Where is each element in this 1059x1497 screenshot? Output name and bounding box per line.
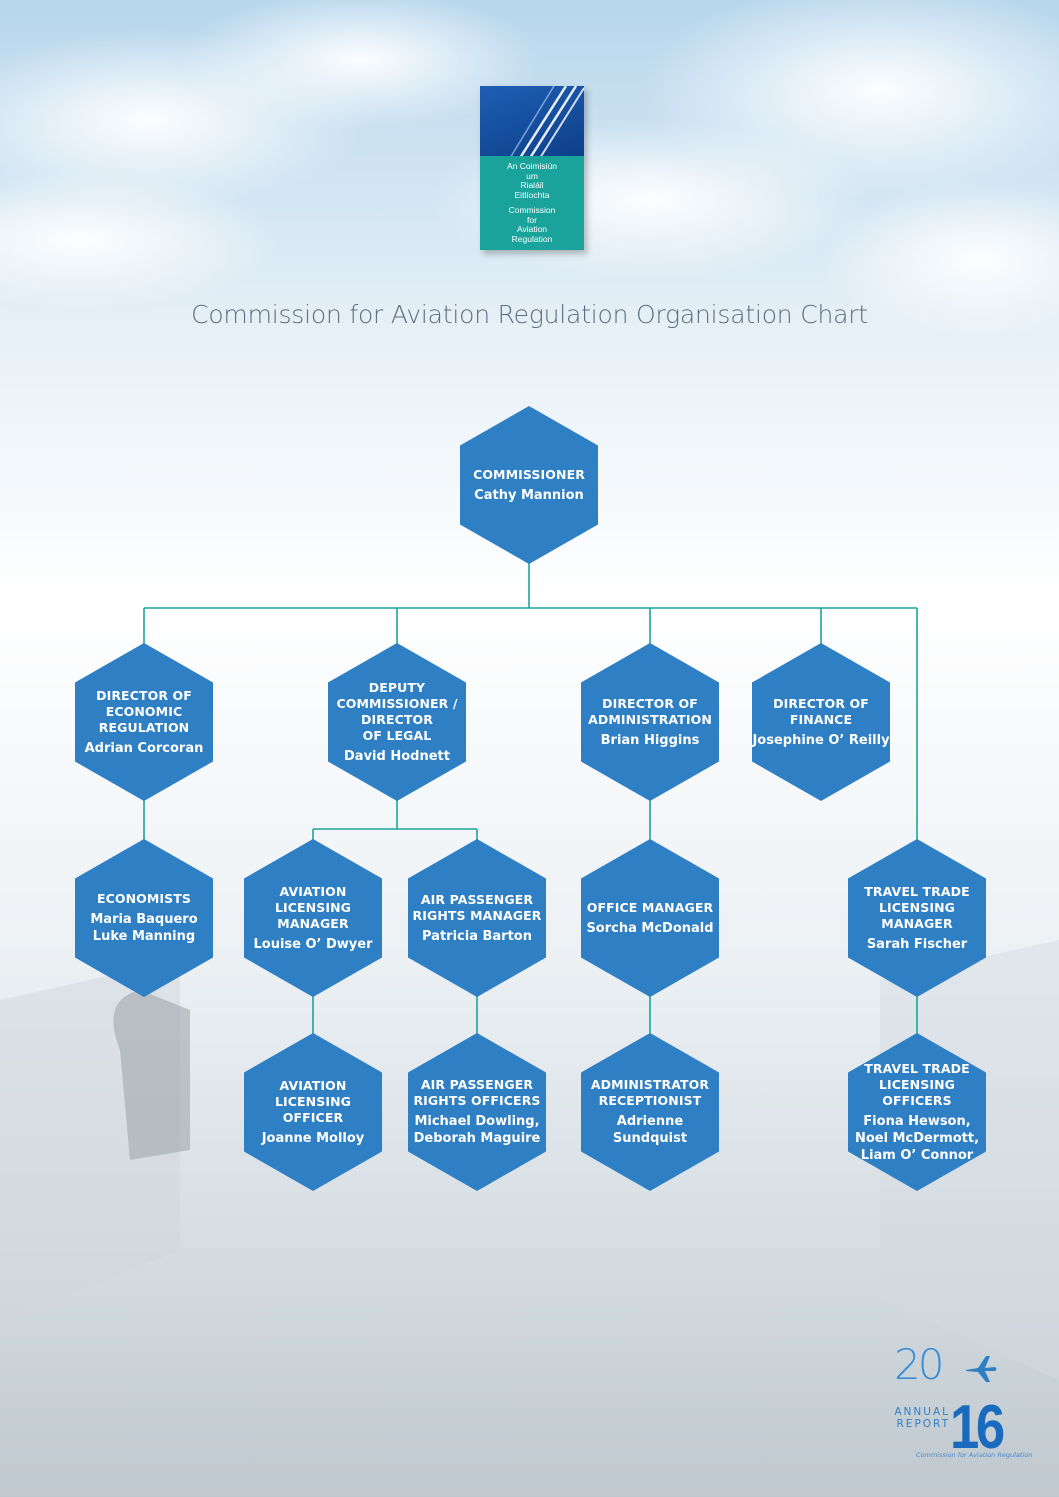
org-node-names: Brian Higgins xyxy=(601,732,700,749)
logo-irish-name: An Coimisiún um Rialáil Eitlíochta xyxy=(506,161,558,200)
org-node-commissioner: COMMISSIONER Cathy Mannion xyxy=(460,406,598,564)
org-node-name: Liam O’ Connor xyxy=(860,1147,974,1163)
org-node-name: Fiona Hewson, xyxy=(863,1113,971,1129)
org-node-role: DIRECTOR OF FINANCE xyxy=(773,695,869,727)
org-node-role: OFFICE MANAGER xyxy=(586,899,714,915)
org-node-names: Joanne Molloy xyxy=(262,1130,365,1147)
org-node-name: Louise O’ Dwyer xyxy=(253,936,373,952)
org-node-names: Adrian Corcoran xyxy=(85,740,204,757)
org-node-name: Luke Manning xyxy=(92,929,196,944)
org-node-names: Fiona Hewson,Noel McDermott,Liam O’ Conn… xyxy=(855,1113,979,1164)
org-node-travel-trade-officers: TRAVEL TRADE LICENSING OFFICERS Fiona Hew… xyxy=(848,1033,986,1191)
org-node-names: Sorcha McDonald xyxy=(586,920,713,937)
org-node-names: Adrienne Sundquist xyxy=(613,1113,687,1147)
org-node-name: Sorcha McDonald xyxy=(586,920,714,936)
org-node-name: Adrienne Sundquist xyxy=(612,1114,688,1146)
org-node-names: Cathy Mannion xyxy=(474,487,584,504)
org-node-role: TRAVEL TRADE LICENSING OFFICERS xyxy=(864,1060,970,1108)
org-node-names: David Hodnett xyxy=(344,748,450,765)
connector-lines xyxy=(143,485,918,1112)
org-node-names: Michael Dowling, Deborah Maguire xyxy=(414,1113,541,1147)
org-node-name: Noel McDermott, xyxy=(854,1130,980,1146)
badge-annual-label: ANNUAL xyxy=(894,1406,950,1418)
logo-stripes-icon xyxy=(510,86,584,156)
annual-report-badge: 20 ANNUAL REPORT 16 Commission for Aviat… xyxy=(886,1340,1032,1480)
org-node-role: AVIATION LICENSING MANAGER xyxy=(274,883,352,931)
org-node-name: Josephine O’ Reilly xyxy=(752,732,890,748)
org-node-name: Brian Higgins xyxy=(600,732,700,748)
org-node-names: Louise O’ Dwyer xyxy=(253,936,372,953)
badge-year-bottom: 16 xyxy=(950,1393,1005,1462)
org-node-name: Michael Dowling, xyxy=(414,1114,540,1129)
org-node-name: Patricia Barton xyxy=(422,928,532,944)
org-node-name: Cathy Mannion xyxy=(474,487,584,503)
logo-english-name: Commission for Aviation Regulation xyxy=(508,205,556,244)
org-node-names: Sarah Fischer xyxy=(867,936,967,953)
org-node-role: AIR PASSENGER RIGHTS OFFICERS xyxy=(413,1077,541,1108)
org-node-name: Adrian Corcoran xyxy=(84,740,204,756)
org-node-administrator-receptionist: ADMINISTRATOR RECEPTIONIST Adrienne Sundq… xyxy=(581,1033,719,1191)
org-node-role: DEPUTY COMMISSIONER / DIRECTOR OF LEGAL xyxy=(336,679,458,743)
org-node-role: AIR PASSENGER RIGHTS MANAGER xyxy=(412,891,542,923)
org-node-air-passenger-officers: AIR PASSENGER RIGHTS OFFICERS Michael Dow… xyxy=(408,1033,546,1191)
org-node-role: ECONOMISTS xyxy=(96,891,192,906)
org-node-name: Deborah Maguire xyxy=(413,1131,541,1146)
org-node-role: AVIATION LICENSING OFFICER xyxy=(274,1077,352,1125)
badge-annual: ANNUAL REPORT xyxy=(888,1406,950,1430)
badge-subtitle: Commission for Aviation Regulation xyxy=(916,1451,1033,1459)
org-node-role: ADMINISTRATOR RECEPTIONIST xyxy=(590,1077,710,1108)
logo-text: An Coimisiún um Rialáil Eitlíochta Commi… xyxy=(480,156,584,250)
org-node-role: TRAVEL TRADE LICENSING MANAGER xyxy=(864,883,970,931)
org-node-role: DIRECTOR OF ADMINISTRATION xyxy=(588,695,712,727)
org-node-aviation-licensing-officer: AVIATION LICENSING OFFICER Joanne Molloy xyxy=(244,1033,382,1191)
org-node-role: DIRECTOR OF ECONOMIC REGULATION xyxy=(96,687,192,735)
airplane-icon xyxy=(966,1356,997,1382)
page-title: Commission for Aviation Regulation Organ… xyxy=(191,300,868,329)
org-node-name: Joanne Molloy xyxy=(261,1130,365,1146)
org-node-name: David Hodnett xyxy=(344,748,450,764)
commission-logo: An Coimisiún um Rialáil Eitlíochta Commi… xyxy=(480,86,584,250)
org-node-name: Maria Baquero xyxy=(90,912,198,927)
badge-report-label: REPORT xyxy=(896,1418,950,1430)
org-node-role: COMMISSIONER xyxy=(473,466,585,482)
logo-stripes xyxy=(480,86,584,156)
org-node-names: Patricia Barton xyxy=(422,928,532,945)
org-node-names: Josephine O’ Reilly xyxy=(752,732,889,749)
badge-year-top: 20 xyxy=(894,1340,944,1389)
org-node-name: Sarah Fischer xyxy=(866,936,968,952)
